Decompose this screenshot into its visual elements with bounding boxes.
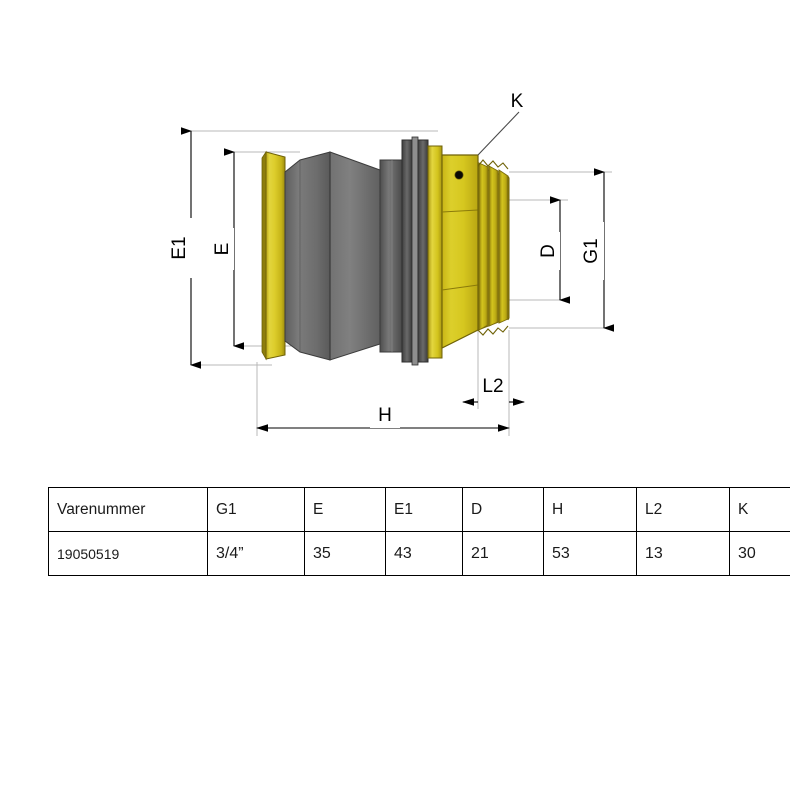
dimension-G1: G1 bbox=[581, 168, 614, 332]
cell-e: 35 bbox=[304, 531, 386, 576]
male-thread bbox=[477, 159, 510, 336]
coupling-assembly bbox=[261, 136, 510, 366]
dimension-E: E bbox=[212, 148, 244, 350]
cell-g1: 3/4” bbox=[207, 531, 305, 576]
table-header-g1: G1 bbox=[207, 487, 305, 532]
cell-l2: 13 bbox=[636, 531, 730, 576]
dimension-L2: L2 bbox=[462, 376, 525, 406]
dimension-label-E: E bbox=[212, 243, 233, 256]
dimension-label-G1: G1 bbox=[581, 238, 602, 263]
table-header-l2: L2 bbox=[636, 487, 730, 532]
cell-h: 53 bbox=[543, 531, 637, 576]
spec-table-container: Varenummer G1 E E1 D H L2 K 19050519 3/4… bbox=[48, 487, 790, 576]
body-barrel bbox=[284, 151, 381, 361]
seal-ring-left bbox=[261, 150, 286, 361]
dimension-D: D bbox=[538, 196, 570, 304]
cell-e1: 43 bbox=[385, 531, 463, 576]
body-collar bbox=[379, 159, 403, 353]
table-header-row: Varenummer G1 E E1 D H L2 K bbox=[48, 487, 790, 532]
k-hole bbox=[454, 170, 464, 180]
retaining-rings bbox=[401, 136, 429, 366]
table-row: 19050519 3/4” 35 43 21 53 13 30 bbox=[48, 531, 790, 576]
table-header-varenummer: Varenummer bbox=[48, 487, 208, 532]
cell-varenummer: 19050519 bbox=[48, 531, 208, 576]
dimension-label-H: H bbox=[378, 405, 392, 426]
table-header-h: H bbox=[543, 487, 637, 532]
technical-drawing: E1 E D G1 L2 H bbox=[168, 91, 614, 436]
callout-K: K bbox=[477, 91, 524, 156]
spec-table: Varenummer G1 E E1 D H L2 K 19050519 3/4… bbox=[48, 487, 790, 576]
table-header-d: D bbox=[462, 487, 544, 532]
dimension-label-K: K bbox=[511, 91, 524, 112]
dimension-H: H bbox=[256, 404, 510, 432]
dimension-label-E1: E1 bbox=[169, 236, 190, 259]
brass-hex-nut bbox=[441, 154, 479, 349]
dimension-E1: E1 bbox=[168, 127, 201, 369]
cell-d: 21 bbox=[462, 531, 544, 576]
table-header-e: E bbox=[304, 487, 386, 532]
table-header-k: K bbox=[729, 487, 790, 532]
dimension-label-L2: L2 bbox=[482, 376, 503, 397]
brass-flange bbox=[427, 145, 443, 359]
dimension-label-D: D bbox=[538, 244, 559, 258]
cell-k: 30 bbox=[729, 531, 790, 576]
table-header-e1: E1 bbox=[385, 487, 463, 532]
